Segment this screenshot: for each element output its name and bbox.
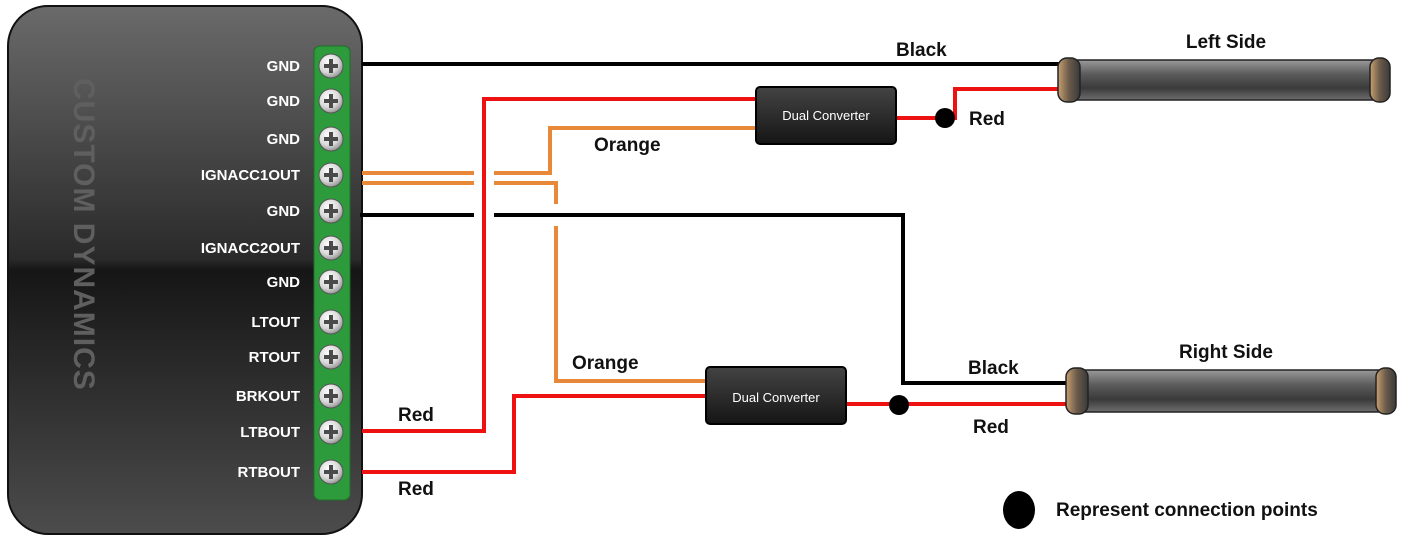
terminal-pin: GND bbox=[267, 126, 344, 152]
red-wire-left-output bbox=[896, 87, 1060, 120]
red-wire-top-output-label: Red bbox=[969, 109, 1005, 130]
converter-top-label: Dual Converter bbox=[782, 108, 870, 123]
connection-point-bottom bbox=[889, 395, 909, 415]
black-wire-bottom-label: Black bbox=[968, 358, 1019, 379]
screw-slot-v bbox=[329, 315, 333, 329]
terminal-pin: GND bbox=[267, 53, 344, 79]
light-right-side bbox=[1065, 367, 1397, 415]
red-wire-bottom-output-label: Red bbox=[973, 417, 1009, 438]
orange-wire-bottom-b bbox=[494, 181, 558, 204]
orange-wire-bottom-c bbox=[554, 226, 706, 383]
screw-slot-v bbox=[329, 350, 333, 364]
terminal-pin-label: IGNACC1OUT bbox=[201, 167, 300, 184]
red-rtbout-label: Red bbox=[398, 479, 434, 500]
red-ltbout-label: Red bbox=[398, 405, 434, 426]
module-brand: CUSTOM DYNAMICS bbox=[67, 78, 100, 391]
orange-wire-top-b bbox=[494, 126, 756, 175]
legend-connection-dot bbox=[1003, 491, 1035, 529]
screw-slot-v bbox=[329, 168, 333, 182]
terminal-pin-label: LTBOUT bbox=[240, 424, 300, 441]
black-wire-right-b bbox=[494, 213, 1067, 385]
terminal-pin-label: RTOUT bbox=[249, 349, 300, 366]
terminal-pin: BRKOUT bbox=[236, 383, 344, 409]
screw-slot-v bbox=[329, 275, 333, 289]
controller-module: CUSTOM DYNAMICS GND GND GND IGNACC1OUT GND IG… bbox=[7, 5, 363, 535]
black-wire-top-label: Black bbox=[896, 40, 947, 61]
terminal-pin: IGNACC1OUT bbox=[201, 162, 344, 188]
terminal-pin-label: GND bbox=[267, 203, 301, 220]
terminal-pin-label: GND bbox=[267, 274, 301, 291]
terminal-pin: GND bbox=[267, 198, 344, 224]
screw-slot-v bbox=[329, 94, 333, 108]
left-side-label: Left Side bbox=[1186, 32, 1266, 53]
dual-converter-bottom: Dual Converter bbox=[705, 366, 847, 425]
terminal-pin: GND bbox=[267, 269, 344, 295]
right-side-label: Right Side bbox=[1179, 342, 1273, 363]
red-wire-rtbout bbox=[362, 394, 706, 474]
converter-bottom-label: Dual Converter bbox=[732, 390, 820, 405]
screw-slot-v bbox=[329, 59, 333, 73]
screw-slot-v bbox=[329, 241, 333, 255]
orange-wire-bottom-label: Orange bbox=[572, 353, 639, 374]
screw-slot-v bbox=[329, 465, 333, 479]
screw-slot-v bbox=[329, 389, 333, 403]
terminal-pin-label: GND bbox=[267, 131, 301, 148]
terminal-pin-label: RTBOUT bbox=[238, 464, 301, 481]
legend: Represent connection points bbox=[1003, 491, 1318, 529]
terminal-pin: LTOUT bbox=[251, 309, 344, 335]
light-left-side bbox=[1057, 57, 1391, 103]
terminal-pin: IGNACC2OUT bbox=[201, 235, 344, 261]
terminal-pin: LTBOUT bbox=[240, 419, 344, 445]
terminal-pin-label: BRKOUT bbox=[236, 388, 300, 405]
terminal-pins: GND GND GND IGNACC1OUT GND IGNACC2OUT GND LTOUT… bbox=[201, 53, 344, 485]
orange-wire-top-label: Orange bbox=[594, 135, 661, 156]
module-body bbox=[7, 5, 363, 535]
legend-text: Represent connection points bbox=[1056, 500, 1318, 521]
screw-slot-v bbox=[329, 425, 333, 439]
terminal-pin-label: GND bbox=[267, 58, 301, 75]
terminal-pin-label: GND bbox=[267, 93, 301, 110]
terminal-pin: RTOUT bbox=[249, 344, 344, 370]
red-wire-ltbout bbox=[362, 97, 756, 433]
wires bbox=[360, 62, 1067, 474]
connection-point-top bbox=[935, 108, 955, 128]
dual-converter-top: Dual Converter bbox=[755, 86, 897, 145]
screw-slot-v bbox=[329, 204, 333, 218]
screw-slot-v bbox=[329, 132, 333, 146]
terminal-pin-label: IGNACC2OUT bbox=[201, 240, 300, 257]
terminal-pin-label: LTOUT bbox=[251, 314, 300, 331]
terminal-pin: GND bbox=[267, 88, 344, 114]
terminal-pin: RTBOUT bbox=[238, 459, 344, 485]
